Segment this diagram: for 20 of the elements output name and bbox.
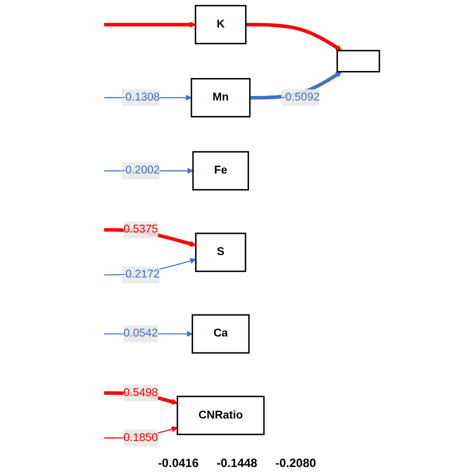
arrow — [246, 22, 342, 51]
edge-label: 0.1850 — [124, 430, 158, 446]
variable-box: Fe — [192, 151, 250, 190]
edge-label: -0.5092 — [282, 89, 320, 106]
variable-box: S — [195, 232, 246, 272]
edge-label: -0.2172 — [122, 266, 160, 284]
path-coefficient: -0.1448 — [216, 456, 258, 470]
edge-label: 0.5375 — [124, 221, 158, 238]
variable-box — [336, 50, 380, 72]
variable-box: Mn — [190, 78, 251, 118]
edge-label: 0.0542 — [124, 325, 158, 342]
variable-box: CNRatio — [176, 396, 265, 436]
path-coefficient: -0.0416 — [158, 456, 199, 470]
edge-label: 0.5498 — [124, 384, 158, 402]
variable-box: Ca — [192, 314, 250, 354]
path-coefficient: -0.2080 — [275, 456, 316, 470]
variable-box: K — [194, 4, 247, 44]
arrow — [104, 22, 196, 28]
edge-label: -0.2002 — [122, 162, 160, 180]
edge-label: -0.1308 — [122, 89, 160, 106]
